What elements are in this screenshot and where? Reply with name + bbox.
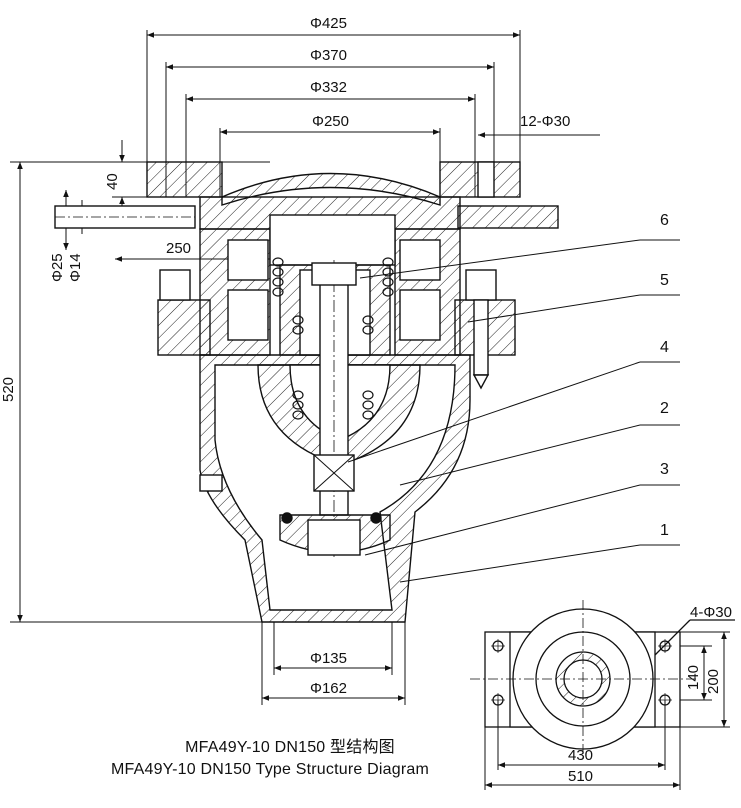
callout-leaders [347,239,680,583]
callout-3: 3 [660,461,669,478]
dim-holes-bottom: 4-Φ30 [690,604,732,621]
dim-h140: 140 [685,665,702,690]
dim-h520: 520 [0,377,17,402]
callout-2: 2 [660,400,669,417]
dim-w250: 250 [166,240,191,257]
dim-d14: Φ14 [67,253,84,282]
caption-line-2: MFA49Y-10 DN150 Type Structure Diagram [111,761,429,778]
dim-w430: 430 [568,747,593,764]
callout-6: 6 [660,212,669,229]
dim-w510: 510 [568,768,593,785]
stem-nut [311,262,357,286]
bolt-right [465,269,497,301]
dim-h40: 40 [104,173,121,190]
springs [272,257,394,420]
dim-d135: Φ135 [310,650,347,667]
side-plug [199,474,223,492]
dim-h200: 200 [705,669,722,694]
callout-4: 4 [660,339,669,356]
valve-section [54,161,559,623]
disc-nut [307,519,361,556]
inlet-tube-right [457,205,559,229]
bonnet-dome [221,172,441,206]
top-view [470,600,735,790]
piston [269,214,396,266]
callout-1: 1 [660,522,669,539]
dim-d425: Φ425 [310,15,347,32]
dim-d25: Φ25 [49,253,66,282]
dim-d332: Φ332 [310,79,347,96]
mid-flange-left [157,299,211,356]
top-dimension-lines [146,30,600,197]
top-flange-left [146,161,223,198]
bolt-left [159,269,191,301]
dim-d250: Φ250 [312,113,349,130]
callout-5: 5 [660,272,669,289]
bottom-dimension-lines [261,622,406,705]
dim-d370: Φ370 [310,47,347,64]
dim-holes-top: 12-Φ30 [520,113,570,130]
caption-line-1: MFA49Y-10 DN150 型结构图 [185,739,395,756]
dim-d162: Φ162 [310,680,347,697]
